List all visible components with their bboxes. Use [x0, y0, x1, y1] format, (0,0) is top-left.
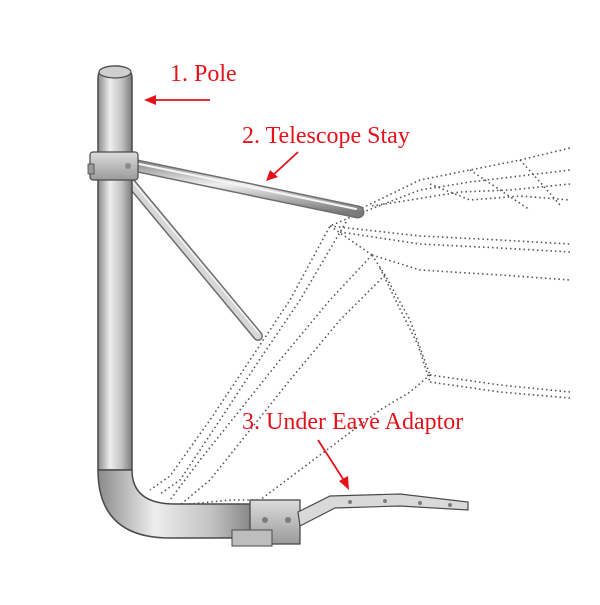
arrow-telescope-stay — [266, 151, 299, 181]
label-pole: 1. Pole — [170, 61, 237, 87]
pole-clamp — [87, 151, 139, 181]
label-under-eave-adaptor: 3. Under Eave Adaptor — [242, 409, 464, 435]
arrow-under-eave-adaptor — [317, 439, 349, 490]
roof-eave-outline — [149, 147, 571, 506]
telescope-stay-bar — [111, 155, 365, 219]
diagonal-brace — [125, 177, 263, 341]
arrow-pole — [144, 95, 210, 105]
label-telescope-stay: 2. Telescope Stay — [242, 123, 410, 149]
under-eave-adaptor — [231, 493, 469, 547]
